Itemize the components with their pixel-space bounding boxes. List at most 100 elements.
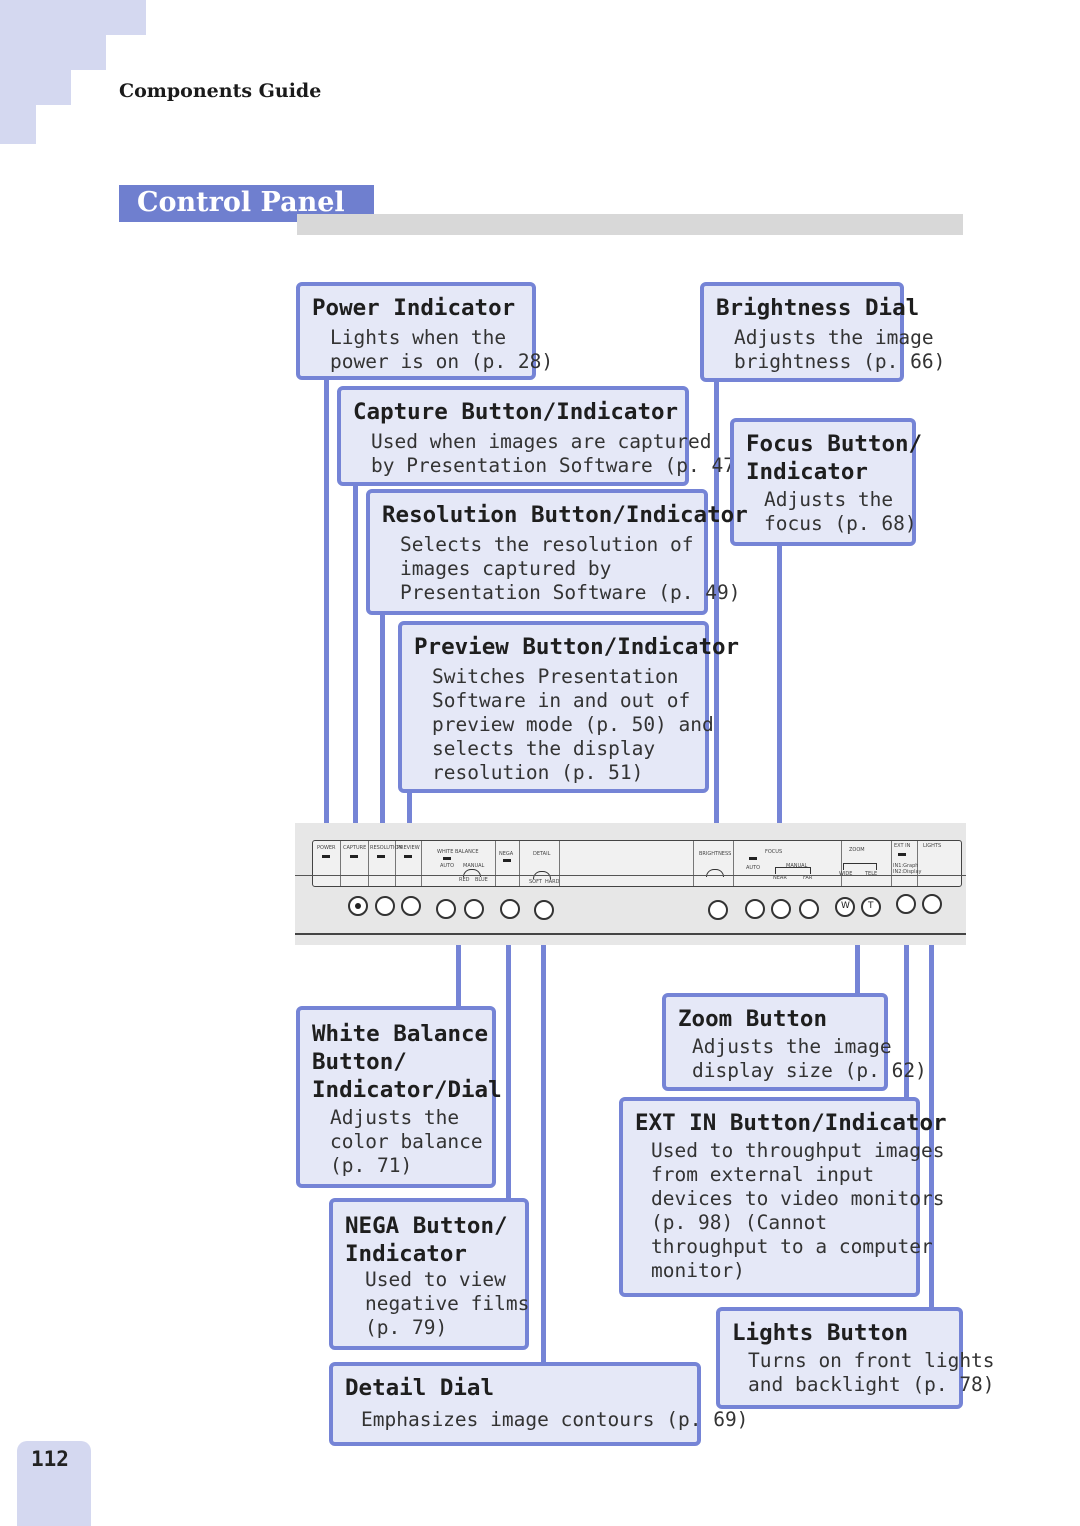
zoom-wide-label: W (841, 901, 850, 911)
page-number-tab: 112 (17, 1441, 91, 1526)
corner-block-4 (0, 105, 36, 144)
panel-divider (841, 841, 842, 886)
panel-label-near: NEAR (773, 875, 787, 881)
callout-title: Resolution Button/Indicator (382, 502, 748, 528)
connector-resolution (380, 612, 385, 846)
callout-desc: Adjusts the focus (p. 68) (764, 488, 917, 535)
panel-divider (421, 841, 422, 886)
title-rule (297, 214, 963, 235)
ext-in-button[interactable] (896, 894, 916, 914)
zoom-tele-label: T (868, 901, 874, 911)
callout-focus-button: Focus Button/ Indicator Adjusts the focu… (730, 418, 922, 546)
callout-title: NEGA Button/ Indicator (345, 1213, 508, 1267)
focus-range-icon (775, 867, 811, 874)
panel-edge (295, 875, 966, 876)
connector-nega (506, 918, 511, 1200)
connector-zoom (855, 918, 860, 996)
callout-desc: Switches Presentation Software in and ou… (432, 665, 714, 784)
page-title: Control Panel (137, 187, 345, 218)
panel-label-preview: PREVIEW (397, 845, 420, 851)
panel-label-auto2: AUTO (746, 865, 761, 871)
control-panel-illustration: POWER CAPTURE RESOLUTION PREVIEW WHITE B… (295, 823, 966, 945)
lights-button[interactable] (922, 894, 942, 914)
indicator-lamp (350, 855, 358, 858)
preview-button[interactable] (436, 899, 456, 919)
callout-white-balance: White Balance Button/ Indicator/Dial Adj… (296, 1006, 502, 1188)
connector-white-balance (456, 918, 461, 1010)
section-heading: Components Guide (119, 80, 322, 102)
panel-label-blue: BLUE (475, 877, 488, 883)
panel-label-strip: POWER CAPTURE RESOLUTION PREVIEW WHITE B… (312, 840, 962, 887)
focus-far-button[interactable] (799, 899, 819, 919)
panel-label-auto: AUTO (440, 863, 455, 869)
panel-divider (395, 841, 396, 886)
white-balance-button[interactable] (464, 899, 484, 919)
panel-label-ext-options: IN1:Graph IN2:Display (893, 863, 922, 875)
connector-brightness (714, 380, 719, 848)
panel-label-detail: DETAIL (533, 851, 551, 857)
panel-label-red: RED (459, 877, 470, 883)
indicator-lamp (898, 853, 906, 856)
panel-label-hard: HARD (545, 879, 560, 885)
power-button[interactable] (348, 896, 368, 916)
panel-divider (519, 841, 520, 886)
callout-desc: Used when images are captured by Present… (371, 430, 747, 477)
panel-label-focus: FOCUS (765, 849, 783, 855)
resolution-button[interactable] (401, 896, 421, 916)
connector-ext-in (904, 914, 909, 1100)
panel-label-brightness: BRIGHTNESS (699, 851, 732, 857)
focus-near-button[interactable] (771, 899, 791, 919)
panel-label-resolution: RESOLUTION (370, 845, 403, 851)
panel-label-white-balance: WHITE BALANCE (437, 849, 479, 855)
callout-desc: Adjusts the image display size (p. 62) (692, 1035, 927, 1082)
panel-divider (693, 841, 694, 886)
callout-title: Detail Dial (345, 1375, 495, 1401)
zoom-tele-button[interactable]: T (861, 897, 881, 917)
detail-button[interactable] (534, 900, 554, 920)
callout-desc: Used to throughput images from external … (651, 1139, 945, 1282)
brightness-button[interactable] (708, 900, 728, 920)
panel-divider (495, 841, 496, 886)
zoom-range-icon (843, 863, 877, 870)
connector-preview (407, 790, 412, 846)
callout-lights-button: Lights Button Turns on front lights and … (716, 1307, 995, 1409)
callout-title: Preview Button/Indicator (414, 634, 740, 660)
callout-resolution-button: Resolution Button/Indicator Selects the … (366, 489, 748, 615)
callout-desc: Turns on front lights and backlight (p. … (748, 1349, 995, 1396)
focus-auto-button[interactable] (745, 899, 765, 919)
panel-label-far: FAR (803, 875, 813, 881)
power-indicator-dot (355, 903, 361, 909)
panel-divider (340, 841, 341, 886)
callout-desc: Selects the resolution of images capture… (400, 533, 741, 604)
panel-divider (917, 841, 918, 886)
callout-desc: Lights when the power is on (p. 28) (330, 326, 554, 373)
panel-label-ext-in: EXT IN (894, 843, 911, 849)
callout-title: White Balance Button/ Indicator/Dial (312, 1021, 502, 1103)
capture-button[interactable] (375, 896, 395, 916)
panel-label-capture: CAPTURE (343, 845, 367, 851)
connector-power (324, 378, 329, 846)
callout-power-indicator: Power Indicator Lights when the power is… (296, 282, 553, 380)
callout-preview-button: Preview Button/Indicator Switches Presen… (398, 621, 739, 793)
callout-ext-in-button: EXT IN Button/Indicator Used to throughp… (619, 1097, 947, 1297)
indicator-lamp (503, 859, 511, 862)
callout-nega-button: NEGA Button/ Indicator Used to view nega… (329, 1198, 529, 1350)
callout-zoom-button: Zoom Button Adjusts the image display si… (662, 993, 927, 1091)
corner-block-3 (0, 70, 71, 105)
connector-capture (353, 482, 358, 846)
indicator-lamp (404, 855, 412, 858)
panel-label-power: POWER (317, 845, 336, 851)
callout-detail-dial: Detail Dial Emphasizes image contours (p… (329, 1362, 748, 1446)
corner-block-2 (0, 35, 106, 70)
panel-label-manual2: MANUAL (786, 863, 808, 869)
callout-title: Zoom Button (678, 1006, 828, 1032)
page-number: 112 (31, 1447, 69, 1471)
callout-desc: Used to view negative films (p. 79) (365, 1268, 530, 1339)
nega-button[interactable] (500, 899, 520, 919)
panel-divider (891, 841, 892, 886)
zoom-wide-button[interactable]: W (835, 897, 855, 917)
panel-label-manual: MANUAL (463, 863, 485, 869)
panel-divider (559, 841, 560, 886)
callout-desc: Adjusts the color balance (p. 71) (330, 1106, 483, 1177)
callout-title: Focus Button/ Indicator (746, 431, 923, 485)
